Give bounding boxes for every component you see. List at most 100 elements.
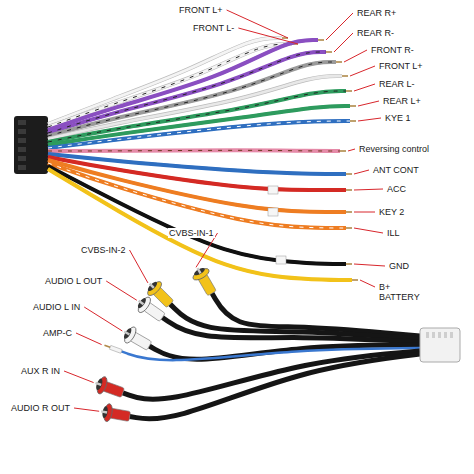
leader-line	[64, 371, 94, 383]
leader-line	[360, 280, 375, 287]
wire-tip	[340, 150, 346, 152]
av-connector	[420, 328, 460, 362]
wire-outline	[48, 121, 350, 148]
wire	[48, 149, 340, 152]
plug-pin	[149, 283, 155, 289]
rca-plug	[120, 324, 154, 354]
wire-tip	[342, 75, 348, 77]
wire-tip	[350, 120, 356, 122]
wire-label: B+ BATTERY	[378, 282, 424, 302]
wire-tip	[346, 189, 352, 191]
wire-label: ILL	[386, 228, 401, 238]
leader-line	[358, 101, 379, 106]
leader-line	[354, 84, 375, 91]
wire-label: REAR R-	[356, 28, 395, 38]
leader-line	[354, 212, 375, 213]
leader-line	[358, 118, 381, 121]
wire	[48, 38, 282, 124]
leader-line	[326, 13, 353, 40]
rca-plug	[100, 403, 132, 426]
leader-line	[196, 233, 218, 267]
wire-tag	[276, 256, 286, 264]
rca-plug	[133, 293, 167, 324]
wire-tip	[318, 39, 324, 41]
cable-label: CVBS-IN-2	[80, 245, 127, 255]
wire-outline	[48, 160, 346, 212]
leader-lines	[64, 10, 385, 411]
wire-tip	[346, 211, 352, 213]
wire-outline	[48, 52, 326, 133]
harness-connector	[14, 116, 48, 174]
wire-label: KEY 2	[378, 207, 405, 217]
wire-stripe	[48, 121, 350, 148]
wire-tip	[346, 90, 352, 92]
connector-pin	[432, 332, 435, 338]
plug-pin	[101, 410, 107, 413]
cable-label: CVBS-IN-1	[168, 228, 215, 238]
leader-line	[84, 307, 122, 331]
plug-collar	[136, 295, 153, 314]
plug-pin	[124, 330, 130, 335]
bare-wire	[104, 343, 122, 353]
wire-tag	[268, 208, 278, 216]
wire-label: Reversing control	[358, 144, 430, 154]
wire-stripe	[48, 91, 346, 142]
plug-mouth	[95, 378, 104, 391]
connector-pin	[438, 332, 441, 338]
wire-tip	[346, 263, 352, 265]
connector-pin	[444, 332, 447, 338]
leader-line	[76, 333, 102, 345]
wire-tag	[109, 345, 122, 353]
plug-pin	[95, 382, 101, 386]
cable-label: AUX R IN	[20, 366, 61, 376]
plug-collar	[145, 279, 163, 297]
wire-tag	[268, 186, 278, 194]
leader-line	[348, 149, 355, 151]
leader-line	[354, 189, 383, 190]
connector-slot	[18, 138, 26, 143]
connector-slot	[18, 156, 26, 161]
leader-line	[354, 264, 385, 266]
connector-pin	[450, 332, 453, 338]
connector-slot	[18, 147, 26, 152]
wire	[48, 52, 326, 133]
plug-mouth	[136, 297, 147, 310]
wire-outline	[48, 169, 352, 280]
cable	[162, 317, 420, 342]
wire-label: ACC	[386, 184, 407, 194]
wire-stripe	[48, 52, 326, 133]
wire-stripe	[48, 150, 340, 152]
cable-label: AUDIO L OUT	[44, 276, 103, 286]
wire-tip	[346, 227, 352, 229]
plug-pin	[138, 300, 144, 305]
plug-mouth	[193, 267, 206, 277]
wire-label: REAR R+	[356, 8, 397, 18]
leader-line	[74, 408, 99, 411]
plug-collar	[122, 325, 138, 345]
plug-mouth	[102, 406, 109, 419]
wire	[48, 121, 350, 148]
leader-line	[106, 281, 137, 300]
wire	[48, 166, 346, 264]
cable	[130, 354, 420, 419]
plug-collar	[95, 375, 109, 395]
rca-plugs	[92, 264, 219, 426]
wire-label: REAR L+	[382, 96, 422, 106]
rca-plug	[190, 264, 220, 298]
connector-pin	[426, 332, 429, 338]
wire	[48, 160, 346, 212]
wire	[48, 169, 352, 280]
leader-line	[344, 50, 367, 62]
wire-outline	[48, 148, 340, 153]
leader-line	[350, 66, 375, 76]
connector-slot	[18, 129, 26, 134]
wire-tip	[104, 345, 110, 347]
leader-line	[238, 28, 298, 44]
wire-label: FRONT R-	[370, 45, 415, 55]
leader-line	[130, 250, 148, 283]
wire-label: ANT CONT	[372, 165, 420, 175]
wire-outline	[48, 91, 346, 142]
